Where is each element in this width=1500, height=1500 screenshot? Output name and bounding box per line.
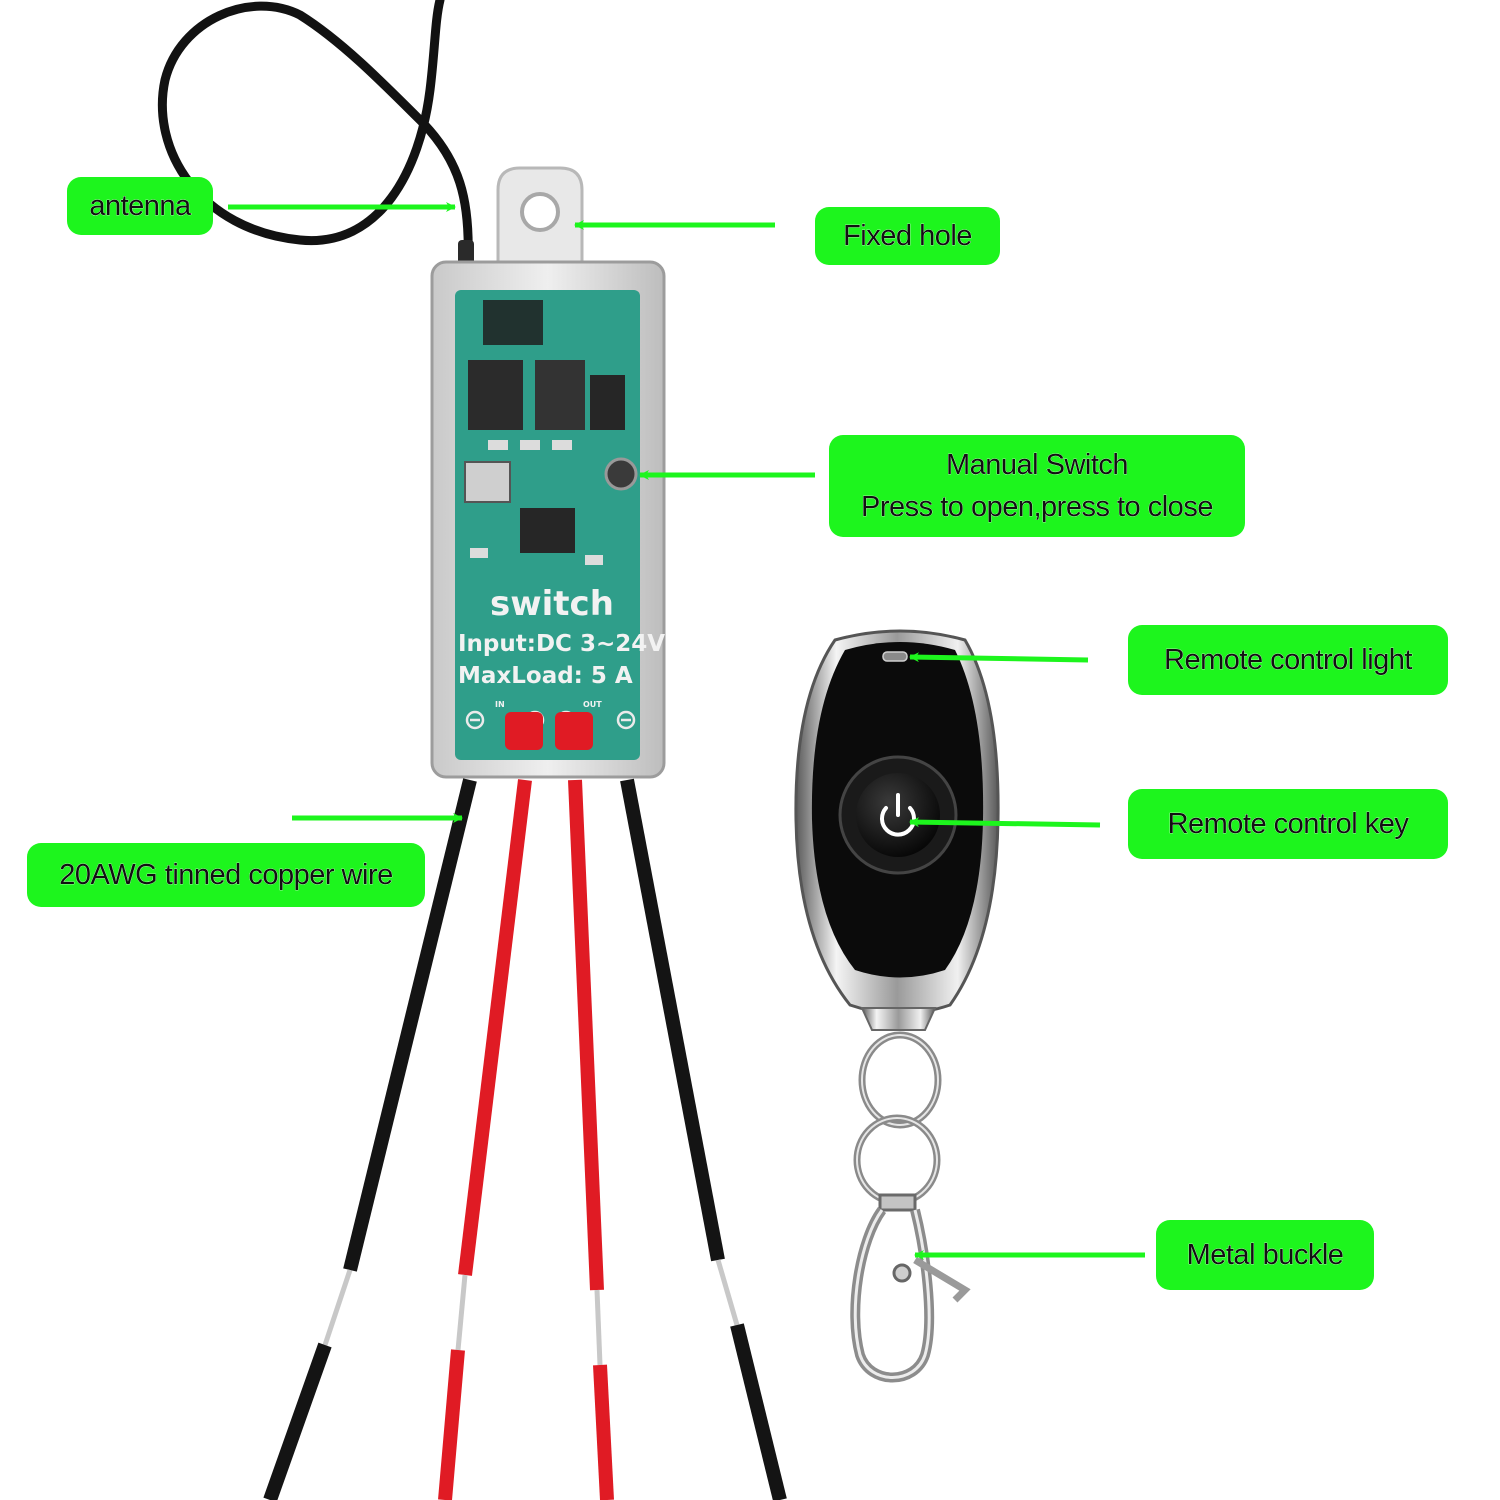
manual-switch-label-title: Manual Switch	[945, 448, 1129, 482]
board-in-marker: IN	[495, 700, 505, 709]
remote-control	[794, 629, 1000, 1031]
board-max-load: MaxLoad: 5 A	[458, 663, 633, 689]
remote-light-label-text: Remote control light	[1164, 643, 1413, 677]
manual-switch-label: Manual Switch Press to open,press to clo…	[829, 435, 1245, 537]
remote-light-label: Remote control light	[1128, 625, 1448, 695]
metal-buckle-label: Metal buckle	[1156, 1220, 1374, 1290]
manual-switch-button	[604, 457, 638, 491]
metal-buckle	[850, 1031, 971, 1383]
antenna-label-text: antenna	[89, 189, 191, 223]
arrow-remote-key	[909, 817, 1101, 828]
remote-control-light	[882, 651, 908, 662]
wires	[263, 778, 787, 1500]
fixed-hole	[520, 192, 560, 232]
receiver-module: switch Input:DC 3~24V MaxLoad: 5 A IN OU…	[430, 166, 666, 779]
antenna-label: antenna	[67, 177, 213, 235]
callout-arrows	[228, 202, 1145, 1260]
metal-buckle-label-text: Metal buckle	[1186, 1238, 1344, 1272]
board-out-marker: OUT	[583, 700, 602, 709]
fixed-hole-label-text: Fixed hole	[843, 219, 973, 253]
arrow-remote-light	[909, 652, 1089, 663]
remote-key-label-text: Remote control key	[1167, 807, 1409, 841]
fixed-hole-label: Fixed hole	[815, 207, 1000, 265]
board-input: Input:DC 3~24V	[458, 631, 665, 657]
manual-switch-label-desc: Press to open,press to close	[861, 491, 1214, 524]
board-title: switch	[490, 584, 614, 624]
remote-key-label: Remote control key	[1128, 789, 1448, 859]
wire-label-text: 20AWG tinned copper wire	[59, 858, 393, 892]
power-icon	[880, 793, 916, 837]
wire-label: 20AWG tinned copper wire	[27, 843, 425, 907]
